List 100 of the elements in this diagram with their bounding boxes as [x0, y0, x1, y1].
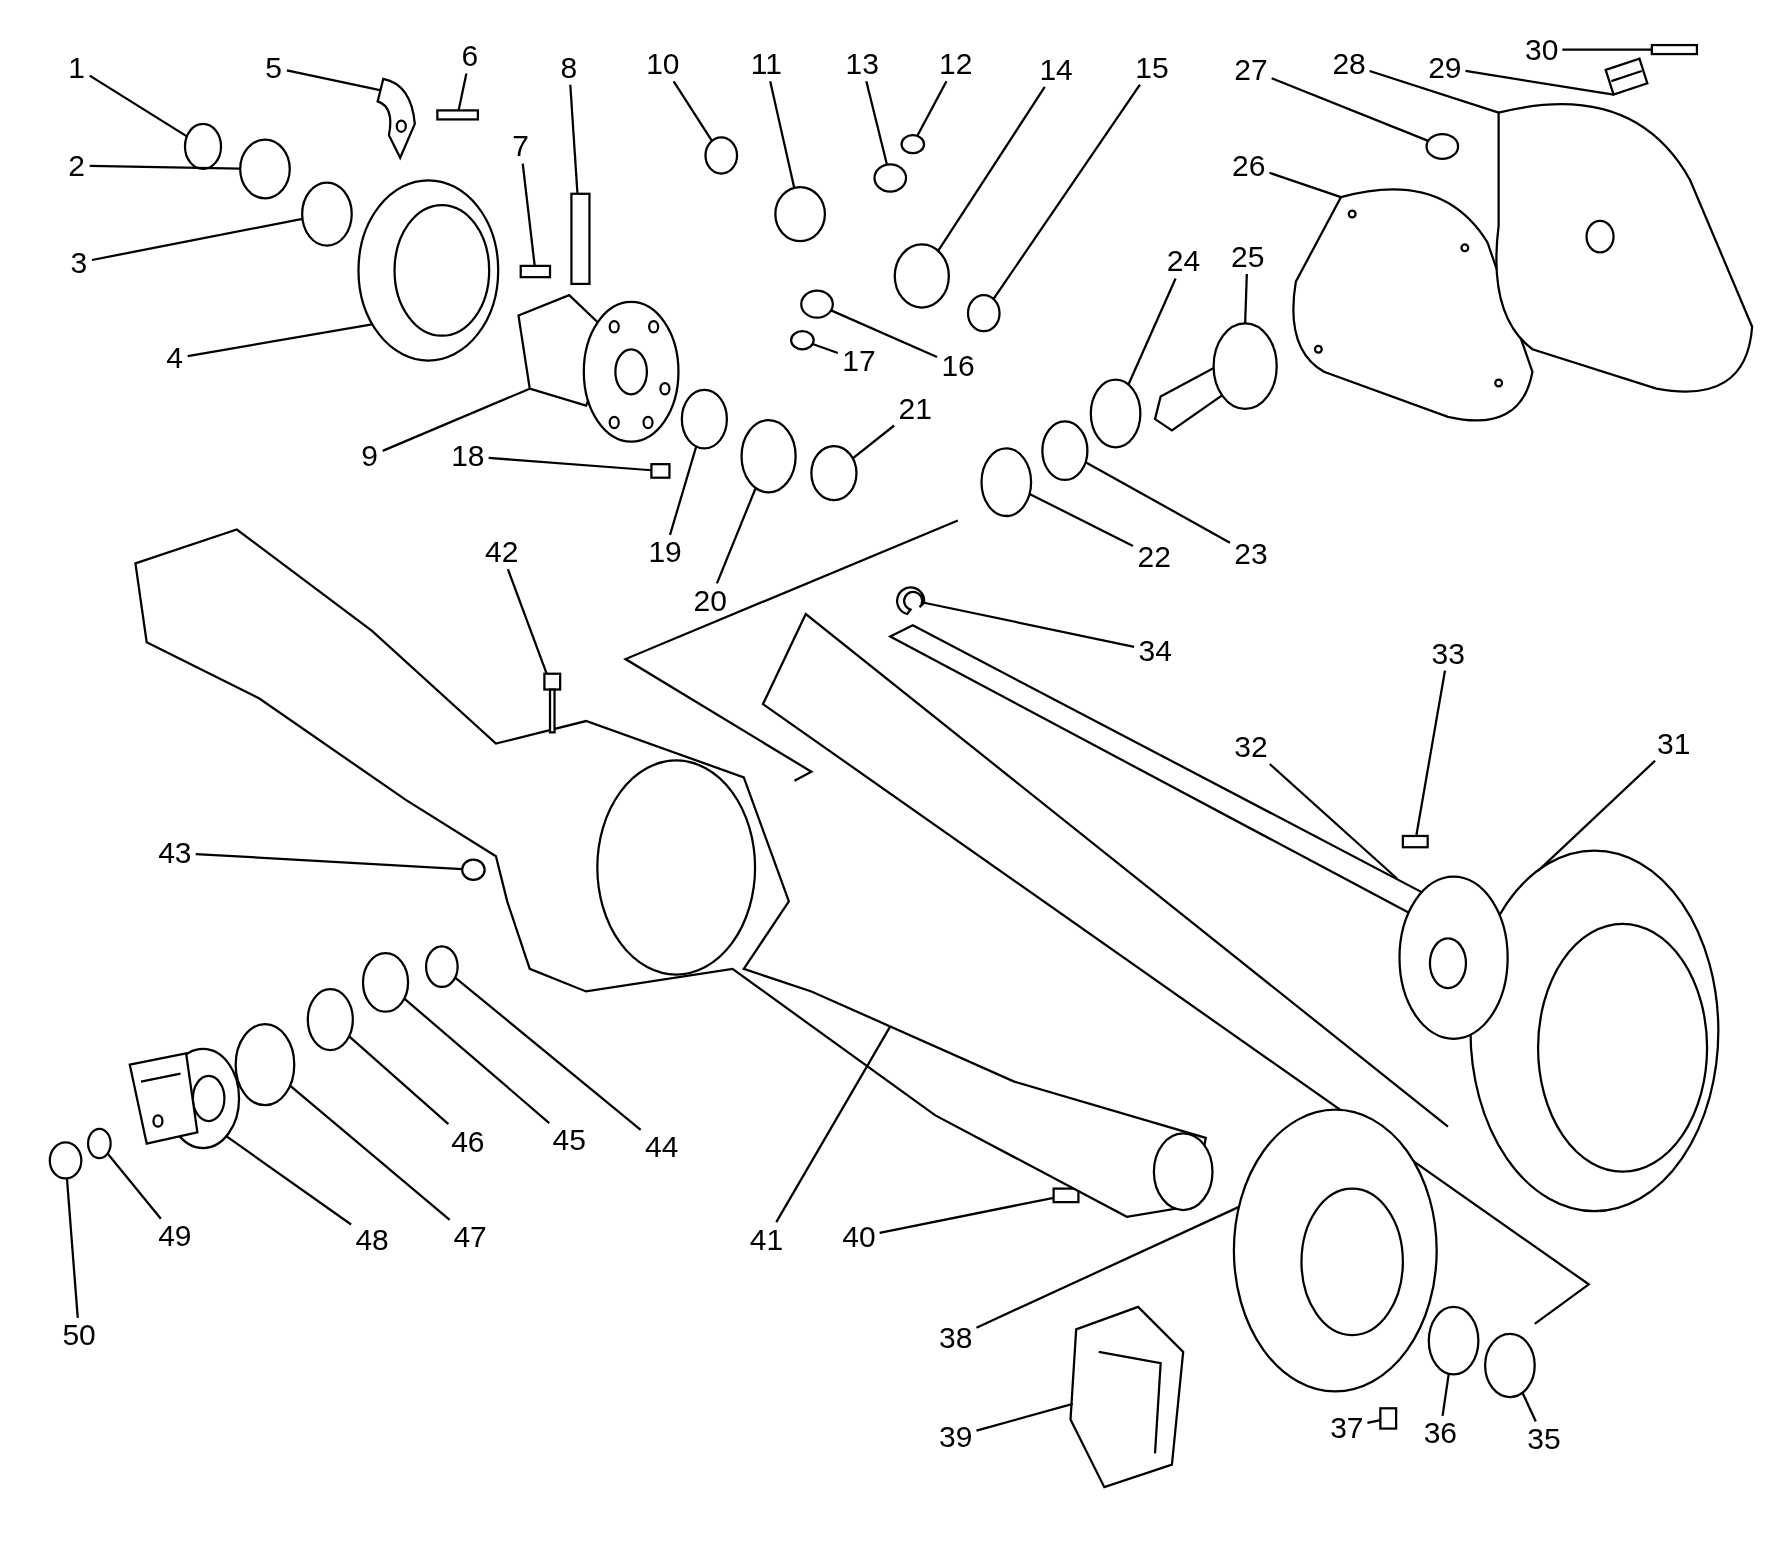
leader-line	[1367, 1419, 1381, 1425]
callout-number: 34	[1137, 635, 1173, 668]
callout-number: 26	[1231, 149, 1267, 182]
callout-number: 44	[644, 1131, 680, 1164]
callout-number: 24	[1165, 245, 1202, 278]
brake-rotor-drawing	[1469, 849, 1720, 1213]
callout-number: 23	[1233, 538, 1269, 571]
pin-drawing	[570, 192, 591, 286]
leader-line	[289, 1084, 451, 1221]
leader-line	[106, 1152, 162, 1220]
caliper-drawing	[1069, 1305, 1185, 1489]
callout-number: 6	[460, 40, 480, 73]
pinion-gear-drawing	[1153, 322, 1278, 432]
leader-line	[454, 976, 642, 1131]
leader-line	[195, 852, 463, 871]
callout-number: 37	[1329, 1411, 1365, 1444]
bearing-drawing	[1041, 420, 1089, 482]
cover-drawing	[1495, 103, 1754, 393]
bolt-drawing	[1379, 1407, 1398, 1430]
leader-line	[923, 601, 1135, 648]
bearing-cap-drawing	[376, 77, 416, 159]
callout-number: 17	[841, 344, 877, 377]
callout-number: 19	[647, 536, 683, 569]
callout-number: 33	[1430, 637, 1466, 670]
bearing-race-drawing	[740, 419, 797, 494]
callout-number: 38	[938, 1321, 974, 1354]
leader-line	[89, 164, 241, 170]
plug-drawing	[461, 858, 486, 882]
callout-number: 8	[559, 51, 579, 84]
leader-line	[865, 81, 889, 166]
bolt-drawing	[519, 264, 552, 279]
callout-number: 15	[1134, 51, 1170, 84]
leader-line	[992, 84, 1141, 300]
leader-line	[1415, 670, 1447, 837]
yoke-drawing	[128, 1047, 241, 1150]
leader-line	[1521, 1392, 1537, 1423]
gear-drawing	[774, 185, 827, 243]
callout-number: 21	[897, 393, 933, 426]
callout-number: 29	[1427, 51, 1463, 84]
callout-number: 50	[61, 1319, 97, 1352]
leader-line	[348, 1035, 450, 1125]
leader-line	[830, 309, 938, 358]
leader-line	[1029, 492, 1134, 548]
leader-line	[668, 446, 698, 536]
leader-line	[224, 1134, 352, 1226]
bearing-race-drawing	[980, 447, 1033, 518]
leader-line	[1085, 461, 1231, 544]
leader-line	[852, 424, 895, 460]
leader-line	[569, 84, 579, 194]
leader-line	[916, 80, 948, 137]
leader-line	[89, 74, 188, 138]
gear-drawing	[800, 289, 834, 319]
callout-number: 32	[1233, 731, 1269, 764]
bolt-drawing	[1052, 1187, 1080, 1204]
bearing-drawing	[1427, 1305, 1480, 1376]
vent-drawing	[543, 672, 562, 734]
callout-number: 20	[692, 584, 728, 617]
leader-line	[382, 387, 531, 452]
callout-number: 42	[483, 536, 520, 569]
washer-drawing	[86, 1127, 112, 1160]
nut-drawing	[48, 1141, 83, 1180]
bearing-drawing	[301, 181, 353, 247]
leader-line	[1269, 763, 1398, 880]
shim-drawing	[810, 445, 858, 502]
bearing-race-drawing	[361, 952, 410, 1013]
leader-line	[715, 487, 757, 584]
callout-number: 2	[67, 149, 86, 182]
bearing-drawing	[680, 388, 729, 450]
callout-number: 10	[645, 48, 681, 81]
snap-ring-drawing	[900, 134, 926, 155]
callout-number: 49	[157, 1220, 193, 1253]
callout-number: 41	[748, 1223, 785, 1256]
bearing-drawing	[306, 988, 354, 1052]
callout-number: 3	[69, 246, 89, 279]
callout-number: 16	[940, 350, 976, 383]
leader-line	[769, 81, 796, 189]
leader-line	[976, 1205, 1240, 1329]
callout-number: 27	[1233, 53, 1269, 86]
callout-number: 40	[841, 1221, 877, 1254]
callout-number: 18	[450, 440, 486, 473]
callout-number: 13	[844, 48, 880, 81]
callout-number: 14	[1038, 53, 1074, 86]
leader-line	[976, 1402, 1074, 1432]
gear-drawing	[873, 163, 908, 193]
seal-drawing	[424, 945, 459, 989]
callout-number: 31	[1655, 727, 1692, 760]
callout-number: 30	[1524, 33, 1560, 66]
leader-line	[187, 323, 373, 358]
seal-drawing	[234, 1023, 296, 1107]
clip-drawing	[1604, 57, 1649, 97]
washer-drawing	[966, 294, 1001, 333]
seal-drawing	[183, 122, 223, 171]
callout-number: 43	[157, 837, 193, 870]
callout-number: 46	[450, 1125, 486, 1158]
callout-number: 35	[1526, 1423, 1562, 1456]
snap-ring-drawing	[790, 330, 815, 351]
callout-number: 48	[354, 1223, 390, 1256]
leader-line	[1269, 171, 1342, 199]
callout-number: 9	[360, 440, 379, 473]
leader-line	[775, 1025, 892, 1223]
